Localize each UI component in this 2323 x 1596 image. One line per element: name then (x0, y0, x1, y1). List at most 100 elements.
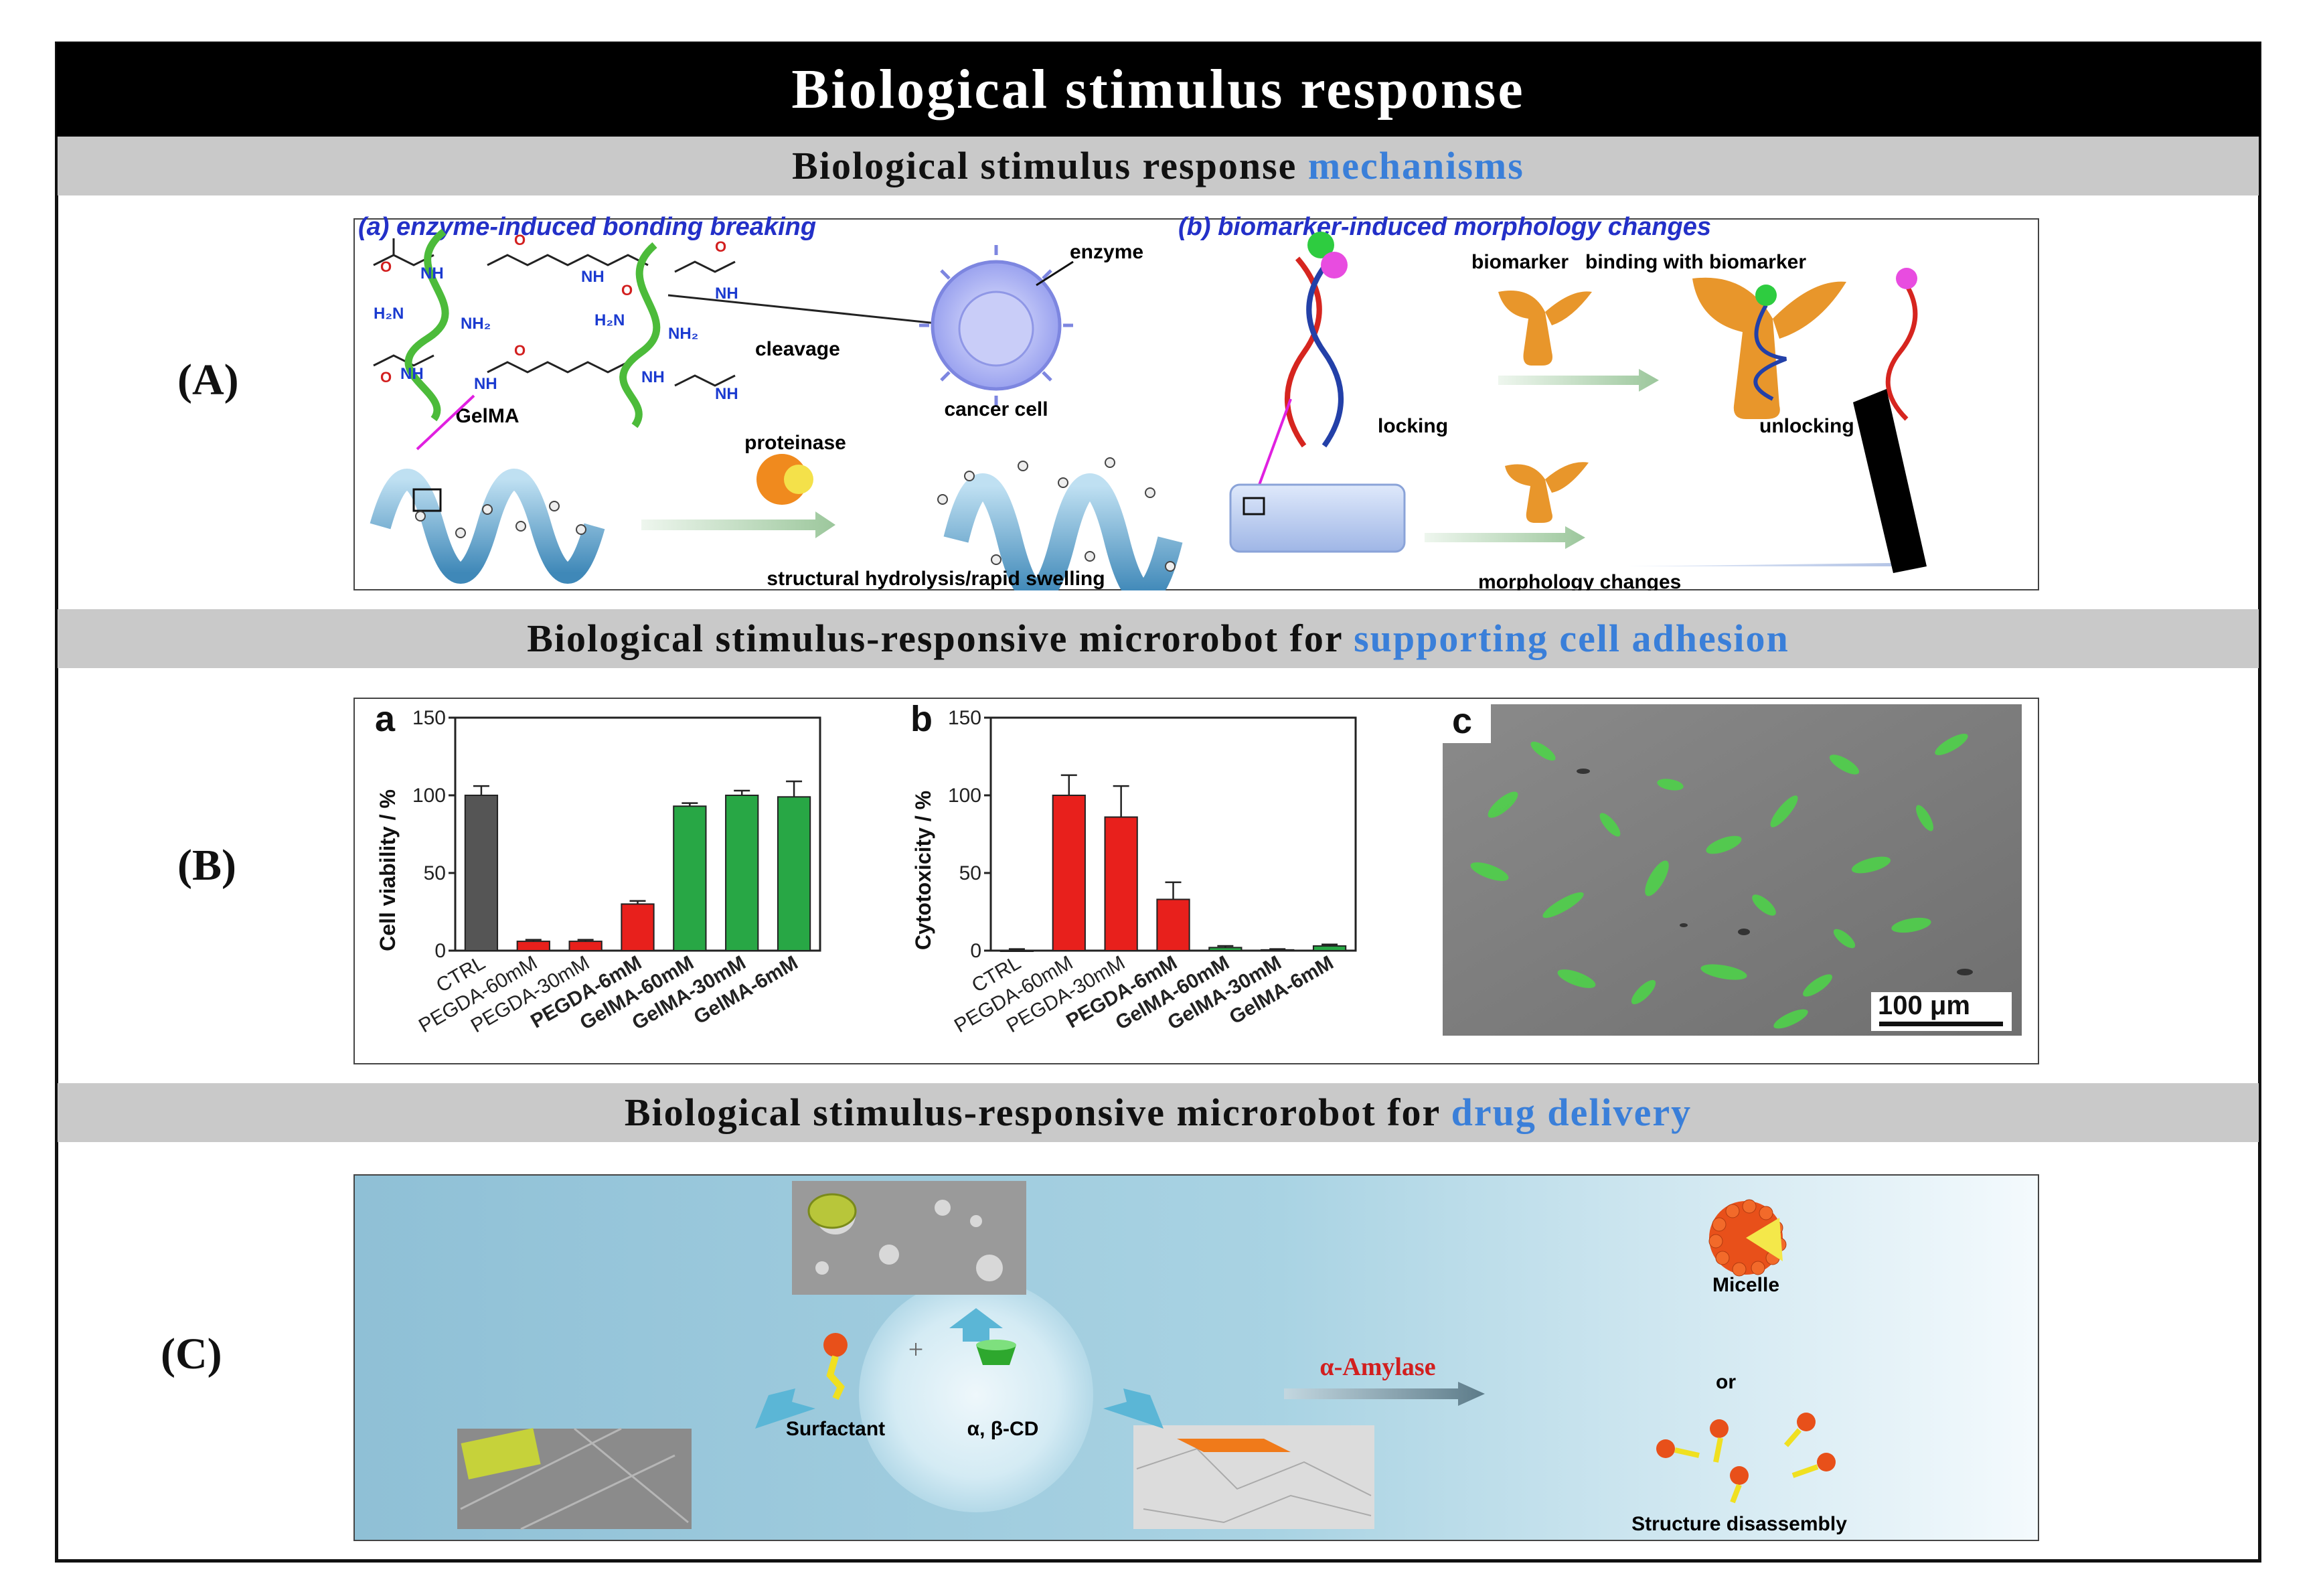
y-tick-label: 100 (948, 785, 981, 807)
label-cleavage: cleavage (755, 338, 840, 360)
chem-nh: NH (641, 368, 665, 386)
label-gelma: GelMA (455, 405, 519, 427)
chem-nh2: NH₂ (461, 315, 491, 333)
dna-strand-blue (1306, 256, 1344, 448)
y-tick-label: 0 (970, 940, 981, 962)
chem-o: O (380, 369, 392, 386)
chem-o: O (621, 282, 633, 299)
gelma-structure (373, 238, 957, 387)
chem-o: O (715, 238, 726, 255)
bar (1261, 949, 1295, 951)
panel-c-illustration: Surfactant + α, β-CD α-Amylase Micelle o… (457, 1181, 1847, 1535)
y-tick-label: 150 (412, 707, 446, 729)
label-proteinase: proteinase (744, 432, 846, 454)
surfactant-icon (823, 1333, 848, 1357)
section-heading-accent: drug delivery (1451, 1091, 1692, 1134)
label-binding: binding with biomarker (1585, 251, 1806, 273)
label-micelle: Micelle (1712, 1274, 1779, 1296)
label-cancer-cell: cancer cell (944, 398, 1048, 420)
bar (464, 795, 499, 951)
biomarker-ball-pink (1321, 252, 1348, 278)
chem-o: O (514, 232, 526, 248)
figure-title: Biological stimulus response (56, 43, 2260, 137)
chem-nh2: NH₂ (668, 325, 698, 343)
binding-arrow (1498, 369, 1659, 392)
hydrogel-helix-intact (370, 469, 605, 584)
y-tick-label: 0 (434, 940, 446, 962)
panel-c-letter: c (1452, 704, 1473, 741)
y-tick-label: 50 (959, 862, 981, 884)
y-tick-label: 100 (412, 785, 446, 807)
section-label-c: (C) (161, 1330, 222, 1378)
stained-cells (1470, 733, 1968, 1029)
section-heading-accent: supporting cell adhesion (1354, 617, 1789, 660)
chem-nh: NH (715, 385, 738, 403)
y-tick-label: 50 (424, 862, 446, 884)
chem-nh: NH (581, 268, 605, 286)
bar (621, 903, 655, 951)
label-or: or (1716, 1371, 1736, 1393)
amylase-arrow (1284, 1382, 1485, 1406)
aptamer-shape-icon-2 (1505, 464, 1552, 523)
micelle-icon (1708, 1199, 1787, 1277)
gelma-strand-left (404, 228, 449, 422)
bar (516, 941, 550, 951)
bar (568, 941, 603, 951)
chart-cell-viability: a Cell viability / % 050100150CTRLPEGDA-… (375, 703, 821, 1037)
bar (1104, 816, 1138, 951)
chem-labels: NH H₂N NH₂ NH NH NH H₂N NH₂ NH NH NH (374, 264, 738, 403)
bar (1052, 795, 1086, 951)
chem-o: O (380, 258, 392, 275)
label-hydrolysis: structural hydrolysis/rapid swelling (767, 568, 1105, 590)
released-strand-icon (1885, 284, 1918, 421)
chem-oxygens: O O O O O O (380, 232, 726, 386)
chem-nh: NH (400, 365, 424, 383)
chem-h2n: H₂N (594, 311, 625, 329)
chart-cytotoxicity: b Cytotoxicity / % 050100150CTRLPEGDA-60… (910, 703, 1357, 1037)
process-arrow (641, 511, 835, 538)
label-amylase: α-Amylase (1319, 1353, 1435, 1381)
scale-bar (1879, 1022, 2003, 1026)
section-heading-text: Biological stimulus-responsive microrobo… (527, 617, 1354, 660)
section-heading-text: Biological stimulus response (792, 144, 1308, 187)
chem-h2n: H₂N (374, 305, 404, 323)
y-tick-label: 150 (948, 707, 981, 729)
panel-c-letter-box (1443, 704, 1491, 743)
label-biomarker: biomarker (1471, 251, 1569, 273)
morphology-arrow (1425, 526, 1585, 549)
magenta-arrow (416, 394, 475, 451)
chem-o: O (514, 342, 526, 359)
hydrogel-block-icon (1229, 483, 1406, 553)
section-heading-mechanisms: Biological stimulus response mechanisms (58, 137, 2259, 195)
arrow-to-right (1103, 1388, 1164, 1429)
deformed-hydrogel-edge (1853, 389, 1927, 573)
section-heading-drug-delivery: Biological stimulus-responsive microrobo… (58, 1083, 2259, 1142)
bar (1312, 945, 1347, 952)
assembly-circle (859, 1278, 1093, 1512)
bar (1156, 898, 1190, 951)
chem-nh: NH (420, 264, 444, 283)
section-heading-accent: mechanisms (1307, 144, 1524, 187)
chem-nh: NH (474, 375, 497, 393)
label-unlocking: unlocking (1759, 415, 1854, 437)
disassembled-surfactants-icon (1656, 1413, 1836, 1504)
arrow-to-top (949, 1308, 1003, 1342)
zoom-box (412, 488, 442, 512)
arrow-to-left (755, 1388, 815, 1429)
label-surfactant: Surfactant (786, 1418, 885, 1440)
label-cyclodextrin: α, β-CD (967, 1418, 1039, 1440)
gelma-strand-right (619, 242, 661, 428)
bar (725, 795, 759, 951)
chart-a-panel-letter: a (375, 703, 396, 739)
hydrogel-helix-swollen (943, 473, 1183, 590)
section-label-a: (A) (177, 355, 239, 404)
fluorescence-micrograph: c 100 μm (1443, 704, 2022, 1036)
label-locking: locking (1378, 415, 1448, 437)
chart-b-y-axis-label: Cytotoxicity / % (911, 791, 935, 950)
section-heading-cell-adhesion: Biological stimulus-responsive microrobo… (58, 609, 2259, 668)
biomarker-ball-green (1307, 232, 1334, 258)
plus-sign: + (908, 1334, 924, 1364)
chart-a-y-axis-label: Cell viability / % (376, 789, 400, 951)
cyclodextrin-icon (976, 1345, 1016, 1365)
panel-a-illustration: NH H₂N NH₂ NH NH NH H₂N NH₂ NH NH NH O O… (370, 228, 1927, 590)
